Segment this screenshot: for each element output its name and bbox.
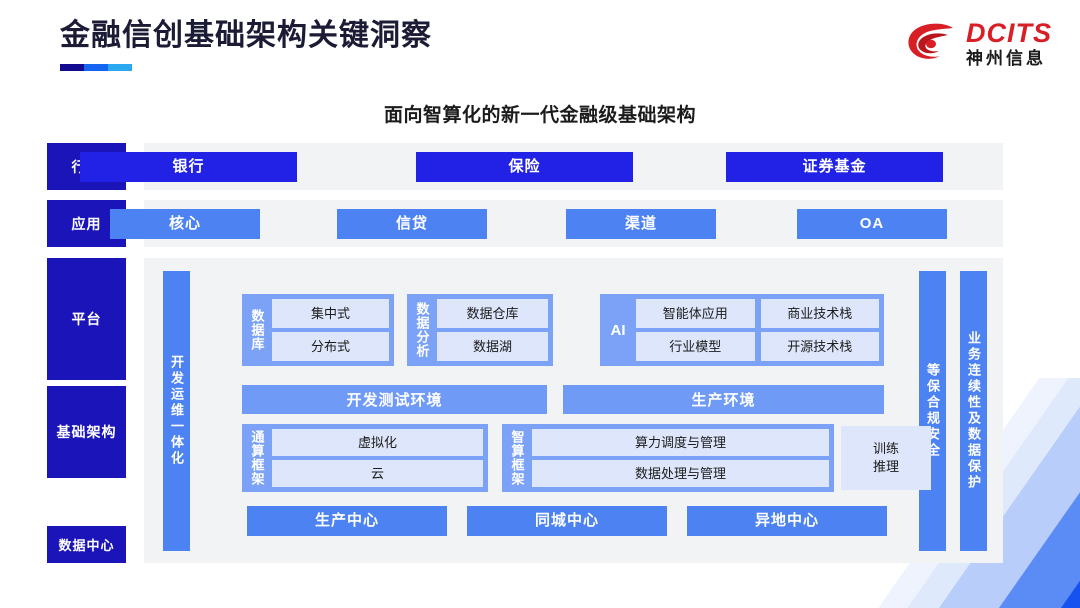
group-ai-cells-left: 智能体应用 行业模型 (636, 299, 755, 361)
cell-compute-scheduling[interactable]: 算力调度与管理 (532, 429, 829, 456)
env-bar-production[interactable]: 生产环境 (563, 385, 884, 414)
application-chip-core[interactable]: 核心 (110, 209, 260, 239)
datacenter-chip-metro[interactable]: 同城中心 (467, 506, 667, 536)
cell-distributed[interactable]: 分布式 (272, 332, 389, 361)
cell-data-warehouse[interactable]: 数据仓库 (437, 299, 548, 328)
cell-opensource-stack[interactable]: 开源技术栈 (760, 332, 879, 361)
cell-agent-application[interactable]: 智能体应用 (636, 299, 755, 328)
group-ai-columns: 智能体应用 行业模型 商业技术栈 开源技术栈 (636, 299, 879, 361)
inference-label: 推理 (872, 459, 899, 474)
logo-en-text: DCITS (966, 18, 1052, 48)
application-chip-channel[interactable]: 渠道 (566, 209, 716, 239)
group-ai-cells-right: 商业技术栈 开源技术栈 (760, 299, 879, 361)
group-general-compute-label: 通算框架 (249, 430, 265, 486)
logo-cn-text: 神州信息 (966, 49, 1046, 68)
industry-chip-bank[interactable]: 银行 (80, 152, 297, 182)
training-label: 训练 (872, 441, 899, 457)
cell-data-processing[interactable]: 数据处理与管理 (532, 460, 829, 487)
slide-header: 金融信创基础架构关键洞察 (60, 18, 432, 71)
group-ai[interactable]: AI 智能体应用 行业模型 商业技术栈 开源技术栈 (600, 294, 884, 366)
devops-column[interactable]: 开发运维一体化 (163, 271, 190, 551)
logo-text: DCITS 神州信息 (966, 18, 1052, 68)
group-general-compute-framework[interactable]: 通算框架 虚拟化 云 (242, 424, 488, 492)
group-ai-label: AI (610, 321, 626, 339)
application-chip-oa[interactable]: OA (797, 209, 947, 239)
industry-chip-securities[interactable]: 证券基金 (726, 152, 943, 182)
training-inference-box[interactable]: 训练 推理 (841, 426, 931, 490)
swirl-logo-icon (908, 23, 953, 59)
industry-chip-insurance[interactable]: 保险 (416, 152, 633, 182)
layer-label-infrastructure[interactable]: 基础架构 (47, 386, 126, 478)
cell-centralized[interactable]: 集中式 (272, 299, 389, 328)
datacenter-chip-remote[interactable]: 异地中心 (687, 506, 887, 536)
group-data-analysis-cells: 数据仓库 数据湖 (437, 299, 548, 361)
right-column-compliance-security[interactable]: 等保合规安全 (919, 271, 946, 551)
right-column-business-continuity[interactable]: 业务连续性及数据保护 (960, 271, 987, 551)
group-intelligent-compute-cells: 算力调度与管理 数据处理与管理 (532, 429, 829, 487)
group-intelligent-compute-framework[interactable]: 智算框架 算力调度与管理 数据处理与管理 (502, 424, 834, 492)
group-data-analysis-label: 数据分析 (414, 302, 430, 358)
layer-label-column: 行业 应用 平台 基础架构 数据中心 (47, 143, 126, 563)
group-database-cells: 集中式 分布式 (272, 299, 389, 361)
group-intelligent-compute-label: 智算框架 (509, 430, 525, 486)
cell-virtualization[interactable]: 虚拟化 (272, 429, 483, 456)
underline-segment-cyan (108, 64, 132, 71)
underline-segment-navy (60, 64, 84, 71)
application-chip-credit[interactable]: 信贷 (337, 209, 487, 239)
env-bar-dev-test[interactable]: 开发测试环境 (242, 385, 547, 414)
group-database-label: 数据库 (249, 309, 265, 351)
stripe-1 (1031, 378, 1080, 608)
cell-data-lake[interactable]: 数据湖 (437, 332, 548, 361)
page-title: 金融信创基础架构关键洞察 (60, 19, 432, 52)
group-database[interactable]: 数据库 集中式 分布式 (242, 294, 394, 366)
group-data-analysis[interactable]: 数据分析 数据仓库 数据湖 (407, 294, 553, 366)
company-logo: DCITS 神州信息 (906, 20, 1052, 67)
cell-commercial-stack[interactable]: 商业技术栈 (760, 299, 879, 328)
datacenter-chip-production[interactable]: 生产中心 (247, 506, 447, 536)
architecture-diagram: 行业 应用 平台 基础架构 数据中心 银行 保险 证券基金 核心 信贷 渠道 O… (47, 143, 1003, 563)
underline-segment-blue (84, 64, 108, 71)
diagram-subtitle: 面向智算化的新一代金融级基础架构 (383, 105, 696, 126)
title-underline (60, 64, 132, 71)
cell-cloud[interactable]: 云 (272, 460, 483, 487)
cell-industry-model[interactable]: 行业模型 (636, 332, 755, 361)
layer-label-platform[interactable]: 平台 (47, 258, 126, 380)
group-general-compute-cells: 虚拟化 云 (272, 429, 483, 487)
layer-label-datacenter[interactable]: 数据中心 (47, 526, 126, 563)
